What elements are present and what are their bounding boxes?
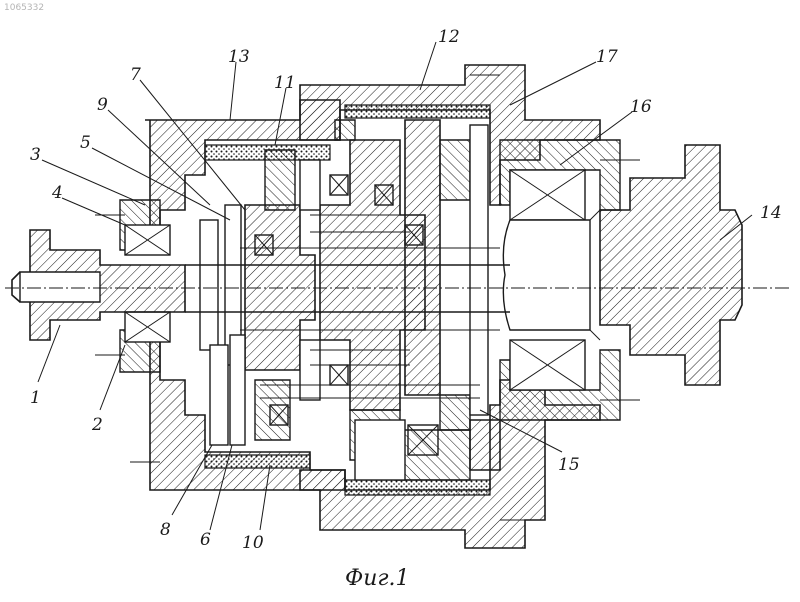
label-12: 12 [438,27,460,47]
label-14: 14 [760,203,782,223]
label-10: 10 [242,533,264,553]
label-16: 16 [630,97,652,117]
label-8: 8 [160,520,171,540]
label-11: 11 [274,73,296,93]
label-4: 4 [51,183,63,203]
eccentric-gear-assembly [200,120,500,480]
label-13: 13 [228,47,250,67]
label-2: 2 [91,415,103,435]
document-number: 1065332 [4,3,44,13]
label-6: 6 [200,530,211,550]
label-7: 7 [130,65,141,85]
label-3: 3 [30,145,41,165]
label-15: 15 [558,455,580,475]
label-17: 17 [596,47,618,67]
label-9: 9 [97,95,108,115]
label-1: 1 [30,388,41,408]
figure-caption: Фиг.1 [345,566,410,591]
label-5: 5 [80,133,91,153]
